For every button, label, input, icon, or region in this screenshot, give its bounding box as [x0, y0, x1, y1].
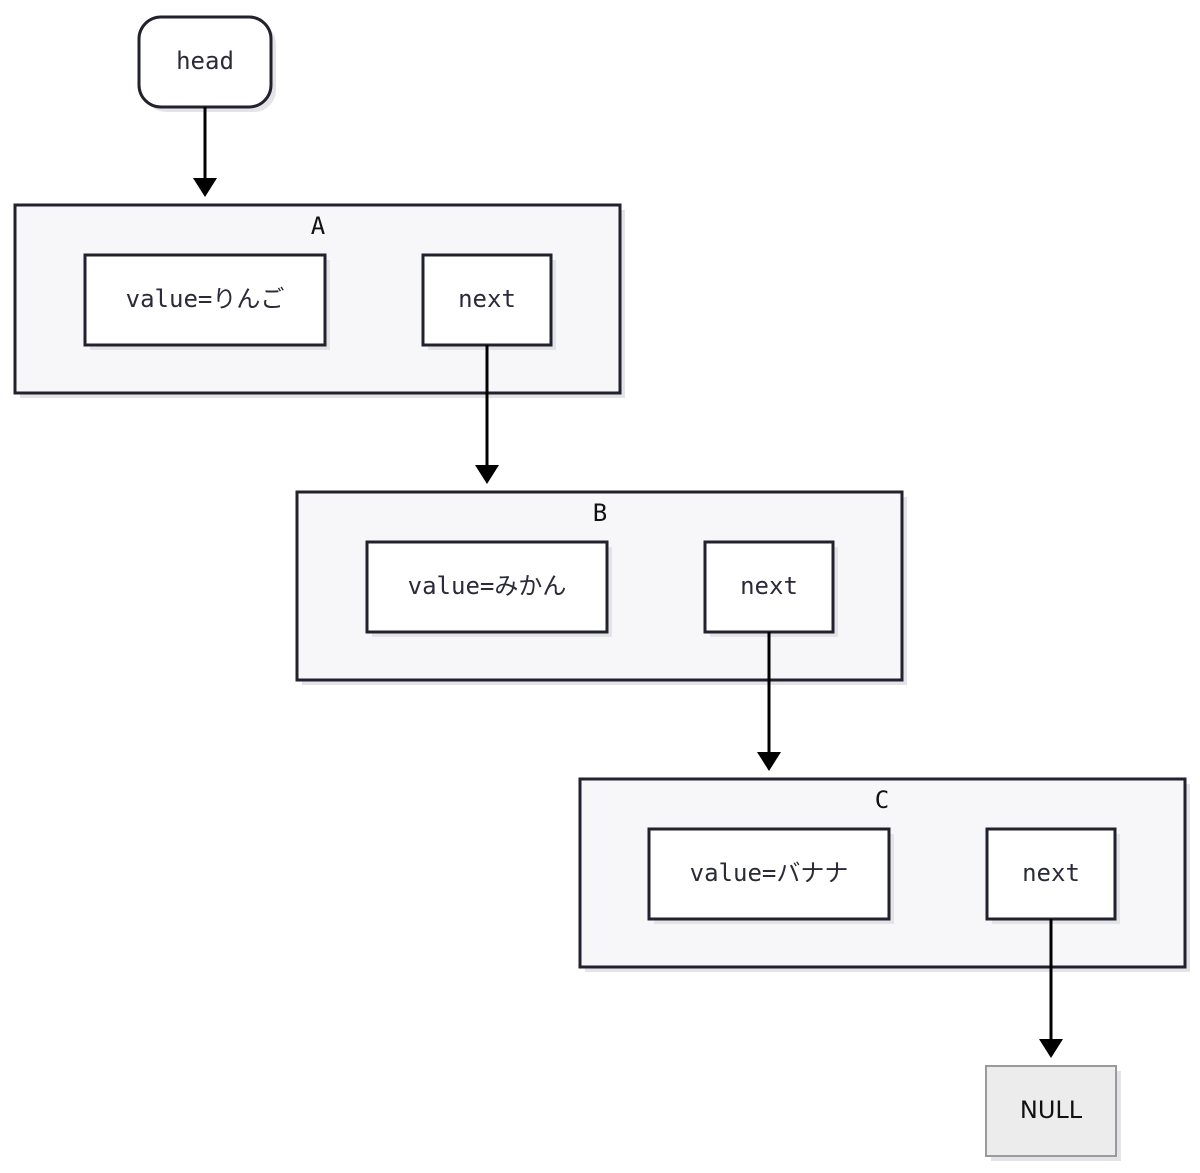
- node-b-next-box: [703, 540, 835, 634]
- node-c-title: C: [875, 786, 889, 814]
- edge-b-to-c: [757, 632, 781, 771]
- node-c-value-label: value=バナナ: [690, 859, 849, 887]
- node-c: C value=バナナ next: [578, 777, 1190, 972]
- edge-head-to-a-arrowhead: [193, 178, 217, 197]
- edge-c-to-null-arrowhead: [1039, 1039, 1063, 1058]
- head-node: head: [137, 15, 276, 112]
- node-a-value-label: value=りんご: [126, 285, 285, 313]
- node-c-next-box: [985, 827, 1117, 921]
- node-b: B value=みかん next: [295, 490, 907, 685]
- node-b-value-label: value=みかん: [408, 572, 567, 600]
- null-node: NULL: [985, 1065, 1121, 1161]
- edge-a-to-b: [475, 345, 499, 484]
- node-b-title: B: [593, 499, 607, 527]
- node-a: A value=りんご next: [13, 203, 625, 398]
- node-b-next-label: next: [740, 572, 798, 600]
- node-b-value-box: [365, 540, 609, 634]
- node-c-value-box: [647, 827, 891, 921]
- node-a-value-box: [83, 253, 327, 347]
- null-label: NULL: [1020, 1096, 1083, 1124]
- node-a-next-label: next: [458, 285, 516, 313]
- edge-a-to-b-arrowhead: [475, 465, 499, 484]
- edge-b-to-c-arrowhead: [757, 752, 781, 771]
- head-label: head: [176, 47, 234, 75]
- node-a-title: A: [311, 212, 326, 240]
- node-a-next-box: [421, 253, 553, 347]
- edge-head-to-a: [193, 107, 217, 197]
- null-node-shape: [985, 1065, 1117, 1157]
- edge-c-to-null: [1039, 919, 1063, 1058]
- node-c-next-label: next: [1022, 859, 1080, 887]
